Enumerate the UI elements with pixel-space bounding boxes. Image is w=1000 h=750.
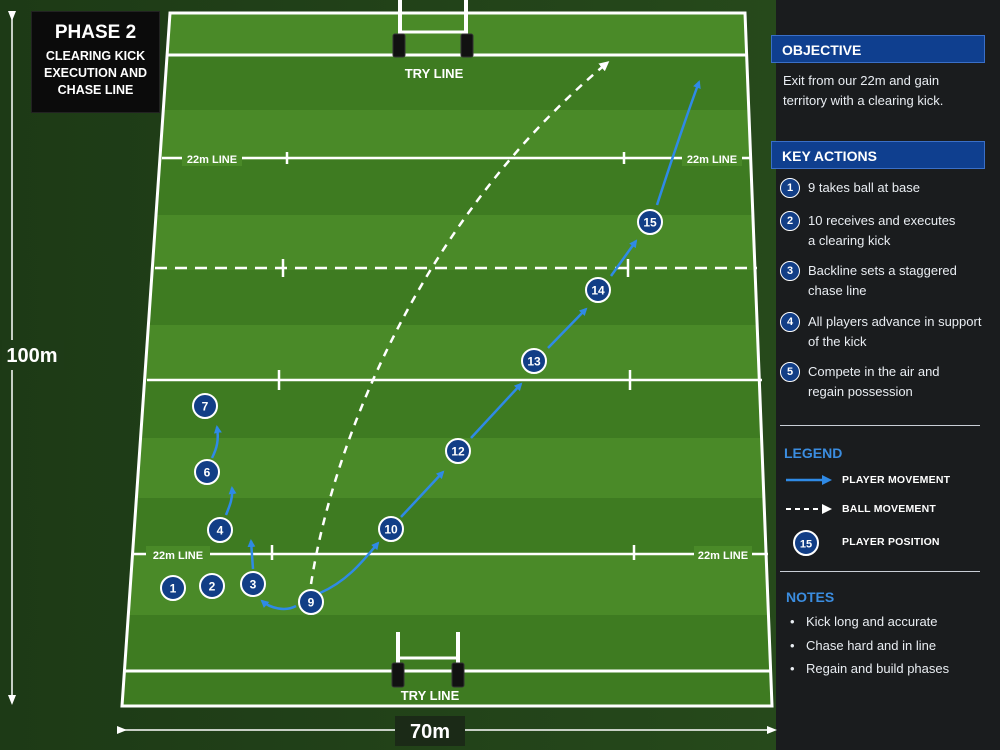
player-token: 3 (240, 571, 266, 597)
legend-player-movement: PLAYER MOVEMENT (842, 474, 951, 486)
player-circle (521, 348, 547, 374)
player-circle (192, 393, 218, 419)
goal-posts-top (392, 0, 474, 58)
player-number: 3 (250, 578, 257, 592)
player-circle (378, 516, 404, 542)
action-number: 2 (780, 211, 800, 231)
line-22-label-bottom-right: 22m LINE (698, 550, 748, 562)
phase-title: PHASE 2 (54, 22, 137, 43)
hash-marks (270, 152, 636, 560)
action-text: Compete in the air and (808, 364, 940, 379)
note-item: Regain and build phases (806, 661, 950, 676)
line-22-label-bottom-left: 22m LINE (153, 550, 203, 562)
action-text: 9 takes ball at base (808, 180, 921, 195)
action-text: Backline sets a staggered (808, 263, 957, 278)
player-token: 1 (160, 575, 186, 601)
legend-ball-movement: BALL MOVEMENT (842, 503, 936, 515)
width-label: 70m (410, 721, 450, 743)
legend-position-number: 15 (800, 539, 812, 551)
goal-posts-bottom (391, 632, 465, 688)
player-number: 6 (204, 466, 211, 480)
player-number: 9 (308, 596, 315, 610)
phase-title-box: PHASE 2 CLEARING KICK EXECUTION AND CHAS… (31, 11, 160, 113)
ball-movement-path (309, 61, 610, 585)
action-text: chase line (808, 283, 867, 298)
line-22-label-top-left: 22m LINE (187, 154, 237, 166)
action-number: 1 (780, 178, 800, 198)
field-boundary (120, 11, 774, 708)
note-bullet: • (790, 638, 795, 653)
action-number: 5 (780, 362, 800, 382)
objective-text-line2: territory with a clearing kick. (783, 93, 944, 108)
action-text: All players advance in support (808, 314, 982, 329)
player-circle (445, 438, 471, 464)
player-token: 2 (199, 573, 225, 599)
key-actions-header: KEY ACTIONS (771, 141, 985, 169)
note-item: Kick long and accurate (806, 614, 938, 629)
action-number: 4 (780, 312, 800, 332)
legend-header: LEGEND (784, 445, 843, 461)
note-item: Chase hard and in line (806, 638, 937, 653)
action-text: 10 receives and executes (808, 213, 956, 228)
player-circle (240, 571, 266, 597)
player-circle (160, 575, 186, 601)
player-number: 2 (209, 580, 216, 594)
player-number: 13 (527, 355, 541, 369)
player-token: 9 (298, 589, 324, 615)
player-token: 12 (445, 438, 471, 464)
player-token: 4 (207, 517, 233, 543)
phase-subtitle: CLEARING KICK EXECUTION AND CHASE LINE (43, 49, 147, 97)
player-token: 7 (192, 393, 218, 419)
pitch (122, 13, 772, 706)
player-number: 12 (451, 445, 465, 459)
action-text: of the kick (808, 334, 867, 349)
player-movement-legend-icon (786, 475, 832, 485)
player-number: 4 (217, 524, 224, 538)
player-token: 15 (637, 209, 663, 235)
player-number: 7 (202, 400, 209, 414)
objective-header: OBJECTIVE (771, 35, 985, 63)
player-movement-paths (210, 80, 701, 611)
player-circle (194, 459, 220, 485)
notes-header: NOTES (786, 589, 835, 605)
try-line-label-top: TRY LINE (405, 66, 464, 81)
player-position-legend-icon: 15 (793, 530, 819, 556)
player-token: 10 (378, 516, 404, 542)
objective-text-line1: Exit from our 22m and gain (783, 73, 940, 88)
line-22-label-top-right: 22m LINE (687, 154, 737, 166)
legend-player-position: PLAYER POSITION (842, 536, 940, 548)
player-circle (199, 573, 225, 599)
try-line-label-bottom: TRY LINE (401, 688, 460, 703)
player-token: 13 (521, 348, 547, 374)
length-label: 100m (6, 345, 57, 367)
note-bullet: • (790, 661, 795, 676)
player-circle (207, 517, 233, 543)
player-token: 6 (194, 459, 220, 485)
player-number: 1 (170, 582, 177, 596)
ball-movement-legend-icon (786, 504, 832, 514)
player-circle (585, 277, 611, 303)
player-circle (637, 209, 663, 235)
player-number: 10 (384, 523, 398, 537)
action-text: a clearing kick (808, 233, 891, 248)
action-number: 3 (780, 261, 800, 281)
action-text: regain possession (808, 384, 913, 399)
player-number: 14 (591, 284, 605, 298)
note-bullet: • (790, 614, 795, 629)
player-token: 14 (585, 277, 611, 303)
player-circle (298, 589, 324, 615)
divider (780, 425, 980, 426)
player-number: 15 (643, 216, 657, 230)
divider (780, 571, 980, 572)
